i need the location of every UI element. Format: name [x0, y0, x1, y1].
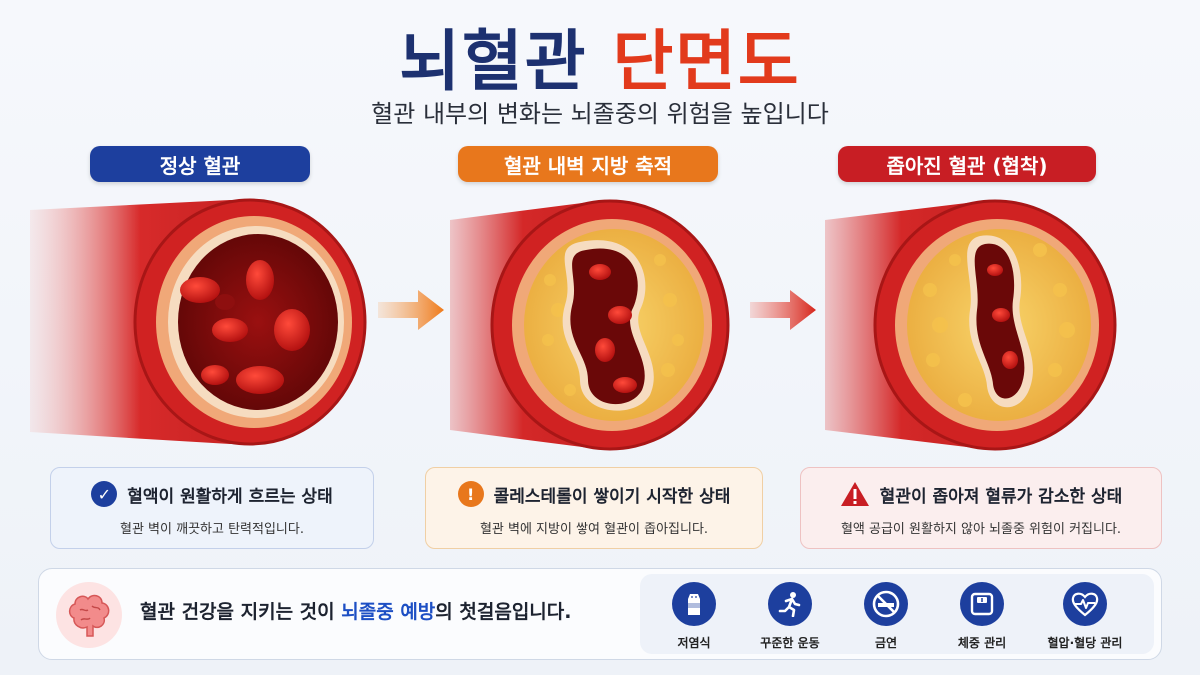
- stage-description-narrowed: 혈액 공급이 원활하지 않아 뇌졸중 위험이 커집니다.: [840, 522, 1122, 537]
- progression-arrow-2: [750, 290, 816, 330]
- tip-weight: 체중 관리: [934, 582, 1030, 651]
- no-smoking-icon: [864, 582, 908, 626]
- stage-description-fat: 혈관 벽에 지방이 쌓여 혈관이 좁아집니다.: [479, 522, 709, 537]
- brain-icon: [56, 582, 122, 648]
- stage-card-normal: ✓ 혈액이 원활하게 흐르는 상태 혈관 벽이 깨끗하고 탄력적입니다.: [50, 467, 374, 549]
- heart-pulse-icon: [1063, 582, 1107, 626]
- prevention-message: 혈관 건강을 지키는 것이 뇌졸중 예방의 첫걸음입니다.: [140, 601, 572, 623]
- warning-triangle-icon: [840, 482, 869, 506]
- fat-accumulation-vessel-illustration: [450, 199, 730, 451]
- tip-blood-pressure: 혈압·혈당 관리: [1030, 582, 1140, 651]
- salt-shaker-icon: [672, 582, 716, 626]
- check-icon: ✓: [91, 481, 118, 507]
- title-part2: 단면도: [612, 23, 801, 100]
- running-icon: [768, 582, 812, 626]
- tip-label-low-salt: 저염식: [677, 636, 711, 650]
- normal-vessel-illustration: [30, 198, 367, 446]
- stage-headline-normal: 혈액이 원활하게 흐르는 상태: [127, 486, 333, 507]
- stage-description-normal: 혈관 벽이 깨끗하고 탄력적입니다.: [120, 522, 304, 537]
- tip-low-salt: 저염식: [646, 582, 742, 651]
- stage-badge-normal: 정상 혈관: [90, 146, 310, 182]
- stage-badge-narrowed: 좁아진 혈관 (협착): [838, 146, 1096, 182]
- tip-label-exercise: 꾸준한 운동: [760, 636, 820, 650]
- narrowed-vessel-illustration: [825, 199, 1117, 451]
- stage-headline-narrowed: 혈관이 좁아져 혈류가 감소한 상태: [879, 486, 1123, 507]
- page-title: 뇌혈관 단면도: [0, 8, 1200, 104]
- scale-icon: [960, 582, 1004, 626]
- exclamation-icon: !: [457, 481, 484, 507]
- stage-card-narrowed: 혈관이 좁아져 혈류가 감소한 상태 혈액 공급이 원활하지 않아 뇌졸중 위험…: [800, 467, 1162, 549]
- progression-arrow-1: [378, 290, 444, 330]
- tip-label-blood-pressure: 혈압·혈당 관리: [1047, 636, 1123, 650]
- tip-no-smoking: 금연: [838, 582, 934, 651]
- stage-card-fat: ! 콜레스테롤이 쌓이기 시작한 상태 혈관 벽에 지방이 쌓여 혈관이 좁아집…: [425, 467, 763, 549]
- page-subtitle: 혈관 내부의 변화는 뇌졸중의 위험을 높입니다: [371, 100, 829, 128]
- tip-exercise: 꾸준한 운동: [742, 582, 838, 651]
- title-part1: 뇌혈관: [399, 23, 588, 100]
- stage-badge-fat: 혈관 내벽 지방 축적: [458, 146, 718, 182]
- tip-label-no-smoking: 금연: [874, 636, 898, 650]
- stage-headline-fat: 콜레스테롤이 쌓이기 시작한 상태: [493, 486, 731, 507]
- tip-label-weight: 체중 관리: [957, 636, 1007, 650]
- prevention-highlight: 뇌졸중 예방: [341, 601, 436, 623]
